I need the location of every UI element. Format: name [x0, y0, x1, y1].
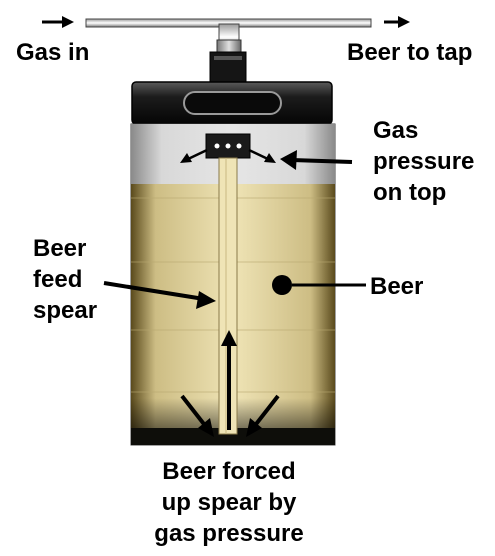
beer-to-tap-label: Beer to tap	[347, 39, 472, 66]
keg-coupler	[209, 39, 247, 83]
beer-feed-spear	[218, 157, 238, 435]
gas-outflow-arrows	[180, 148, 276, 163]
beer-forced-label-line-1: Beer forced	[162, 458, 295, 485]
spear-label-line-1: Beer	[33, 235, 86, 262]
bottom-inflow-arrows	[180, 394, 280, 437]
labels: Gas in Beer to tap Gas pressure on top B…	[16, 39, 474, 547]
spear-pointer-arrow	[103, 281, 216, 309]
beer-pointer	[272, 275, 366, 295]
spear-label-line-3: spear	[33, 297, 97, 324]
gas-pressure-pointer-arrow	[280, 150, 353, 170]
beer-forced-label-line-2: up spear by	[162, 489, 297, 516]
gas-pressure-label-line-2: pressure	[373, 148, 474, 175]
gas-pressure-label-line-1: Gas	[373, 117, 418, 144]
arrows	[42, 16, 410, 437]
up-spear-arrow	[221, 330, 237, 430]
keg-valve	[205, 133, 251, 159]
beer-label: Beer	[370, 273, 423, 300]
gas-pressure-label-line-3: on top	[373, 179, 446, 206]
beer-forced-label-line-3: gas pressure	[154, 520, 303, 547]
gas-in-arrow	[42, 16, 74, 28]
beer-to-tap-arrow	[384, 16, 410, 28]
gas-in-label: Gas in	[16, 39, 89, 66]
spear-label-line-2: feed	[33, 266, 82, 293]
keg-top-cap	[131, 81, 333, 125]
